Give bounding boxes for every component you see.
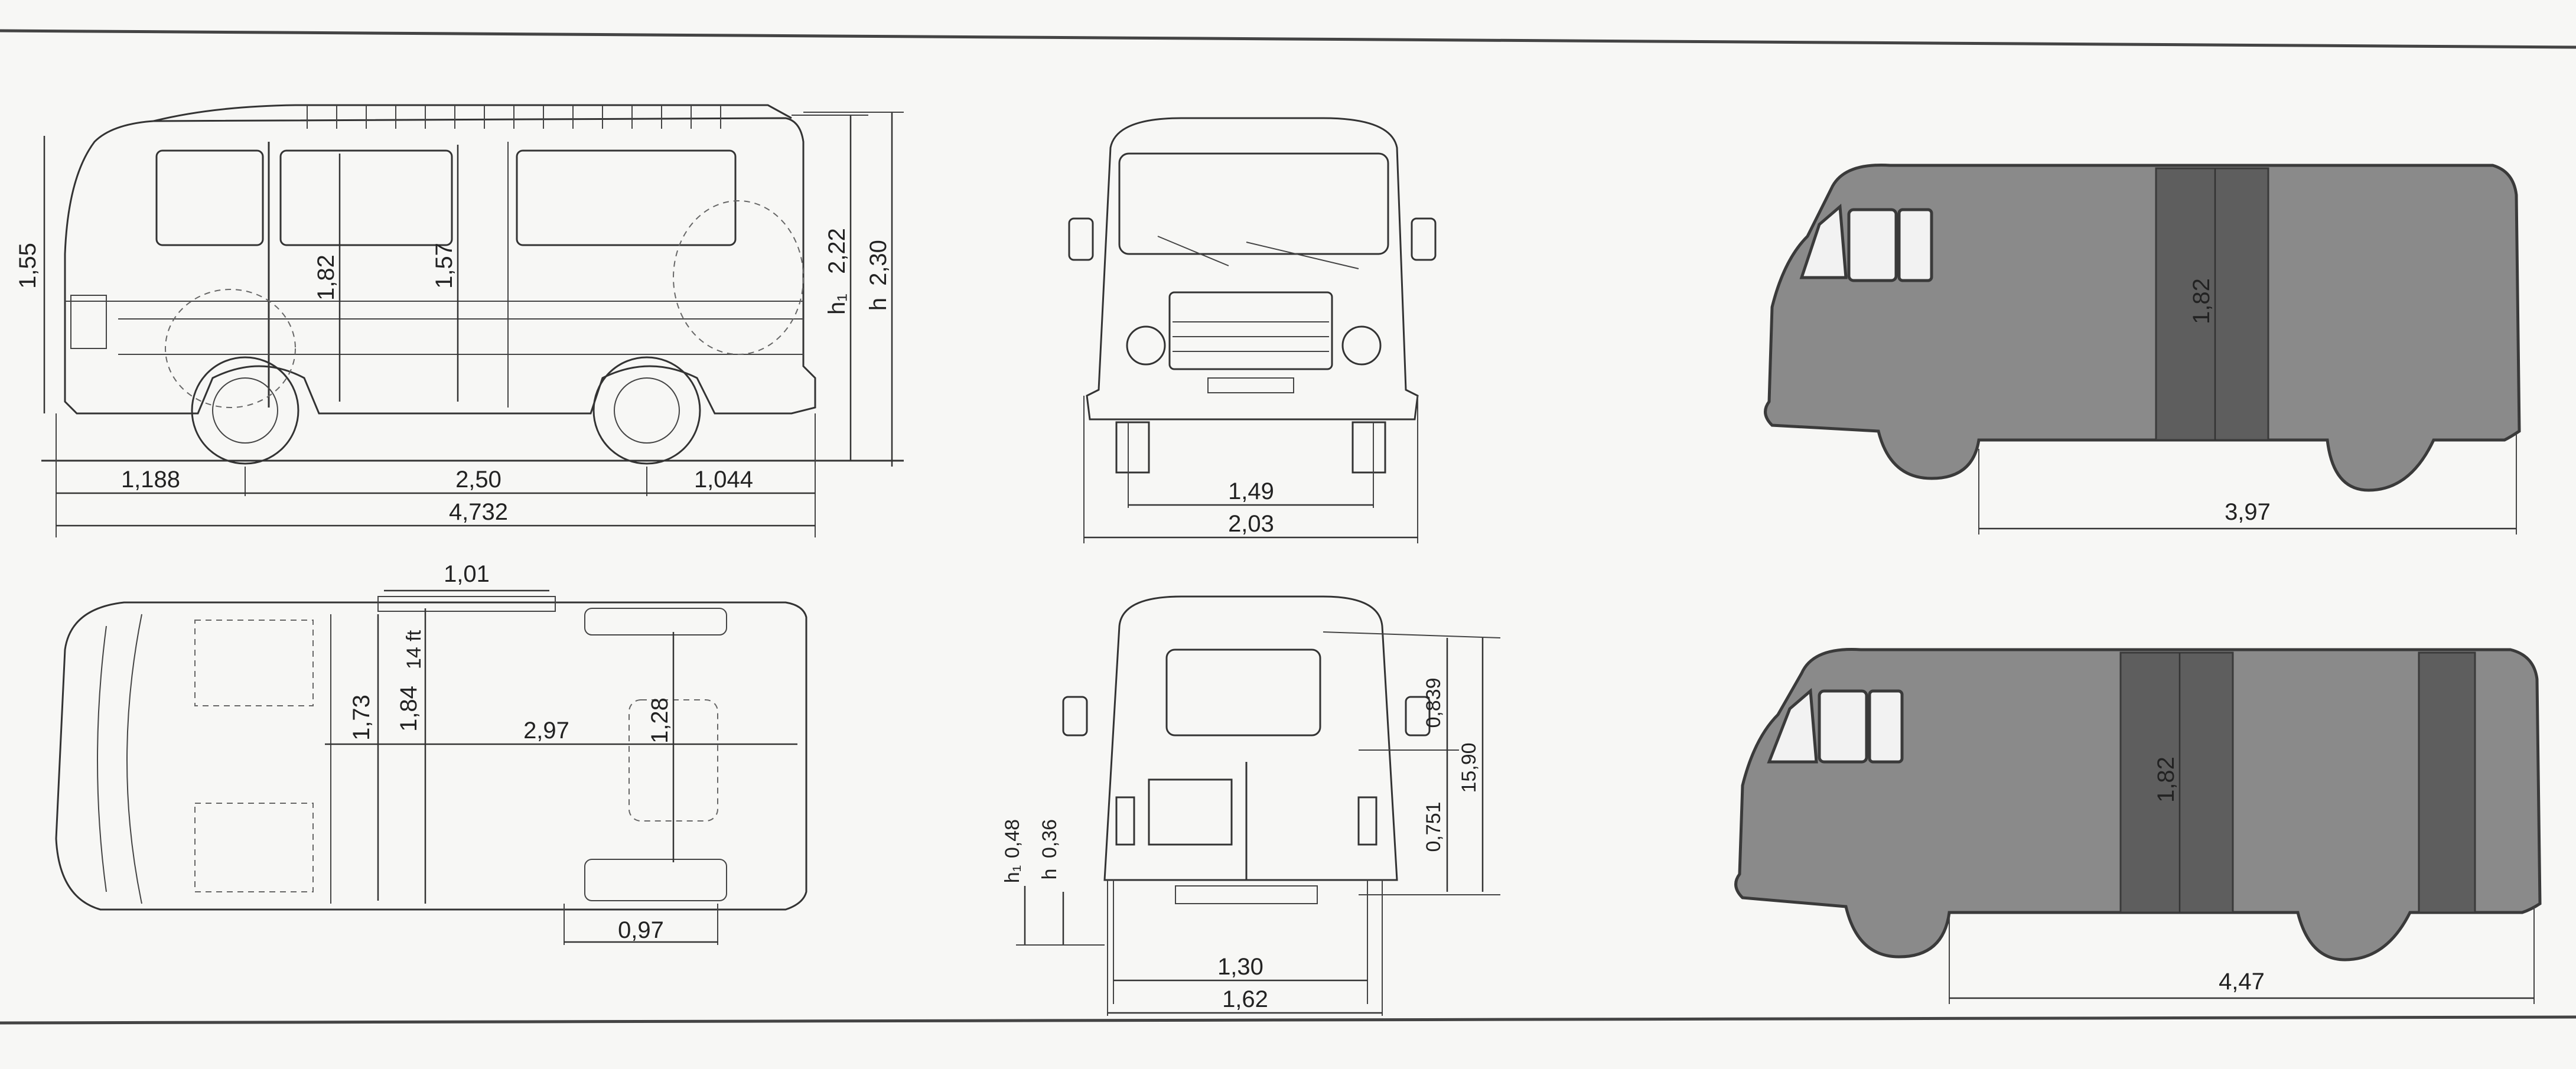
left-headlight <box>1126 325 1166 366</box>
silhouette-short: 1,82 3,97 <box>1764 164 2521 534</box>
front-view-drawing <box>1068 117 1437 543</box>
long-cargo-band-rear <box>2418 651 2476 914</box>
h-label: h <box>865 298 891 311</box>
grille <box>1168 291 1333 370</box>
short-cargo-height-label: 1,82 <box>2189 278 2214 324</box>
plan-view-labels: 1,01 1,73 1,84 14 ft 2,97 1,28 0,97 <box>349 561 673 943</box>
overall-width-label: 2,03 <box>1228 511 1274 537</box>
cargo-length-label: 2,97 <box>523 718 569 744</box>
right-headlight <box>1341 325 1382 366</box>
side-view-drawing <box>41 104 904 537</box>
interior-height-front-label: 1,82 <box>313 255 339 301</box>
rear-width-label: 1,62 <box>1222 986 1268 1012</box>
side-window-front <box>279 149 453 246</box>
short-cargo-band <box>2155 167 2269 441</box>
door-opening-label: 1,30 <box>1217 954 1263 980</box>
h1-step-label: 0,48 <box>1001 819 1024 858</box>
width-14ft-label: 1,84 <box>396 686 422 732</box>
front-overhang-label: 1,188 <box>121 467 180 493</box>
long-cargo-length-label: 4,47 <box>2219 969 2265 995</box>
front-wheel <box>191 356 299 465</box>
front-view-labels: 1,49 2,03 <box>1228 478 1274 537</box>
upper-height-label: 0,839 <box>1422 677 1445 728</box>
rear-door-width-label: 0,97 <box>618 917 664 943</box>
interior-height-rear-label: 1,57 <box>431 243 457 289</box>
rear-h-label: h <box>1038 869 1061 880</box>
width-14ft-suffix: 14 ft <box>403 630 425 669</box>
rear-h1-label: h₁ <box>1001 865 1024 883</box>
overall-length-label: 4,732 <box>449 499 508 525</box>
h1-label: h₁ <box>824 294 850 315</box>
short-cargo-length-label: 3,97 <box>2225 499 2271 525</box>
wheelbase-label: 2,50 <box>455 467 501 493</box>
h-step-label: 0,36 <box>1038 819 1061 858</box>
roof-rack-slats <box>307 105 721 129</box>
bottom-border-line <box>0 1015 2576 1025</box>
floor-height-label: 1,55 <box>15 243 41 289</box>
left-mirror <box>1068 217 1094 261</box>
track-label: 1,49 <box>1228 478 1274 504</box>
long-cargo-height-label: 1,82 <box>2153 757 2179 803</box>
rear-view-labels: 0,839 0,751 15,90 h₁ 0,48 h 0,36 1,30 1,… <box>1001 677 1480 1012</box>
top-border-line <box>0 29 2576 49</box>
interior-width-label: 1,73 <box>349 695 374 741</box>
silhouette-long: 1,82 4,47 <box>1734 648 2542 1004</box>
windshield <box>1118 152 1389 255</box>
wheel-arch-gap-label: 1,28 <box>647 698 673 744</box>
rear-view-drawing <box>1016 595 1501 1016</box>
cab-window <box>155 149 264 246</box>
side-view-labels: 1,55 1,82 1,57 h₁ 2,22 h 2,30 1,188 2,50… <box>15 228 891 525</box>
rear-window <box>1165 648 1321 736</box>
side-door-width-label: 1,01 <box>444 561 490 587</box>
total-height-label: 15,90 <box>1458 742 1480 793</box>
h-height-label: 2,30 <box>865 240 891 286</box>
h1-height-label: 2,22 <box>824 228 850 274</box>
rear-wheel <box>592 356 701 465</box>
right-mirror <box>1411 217 1437 261</box>
lower-height-label: 0,751 <box>1422 801 1445 852</box>
side-window-rear <box>516 149 737 246</box>
long-cargo-band-front <box>2119 651 2234 914</box>
rear-overhang-label: 1,044 <box>694 467 753 493</box>
plan-view-drawing <box>55 589 807 945</box>
